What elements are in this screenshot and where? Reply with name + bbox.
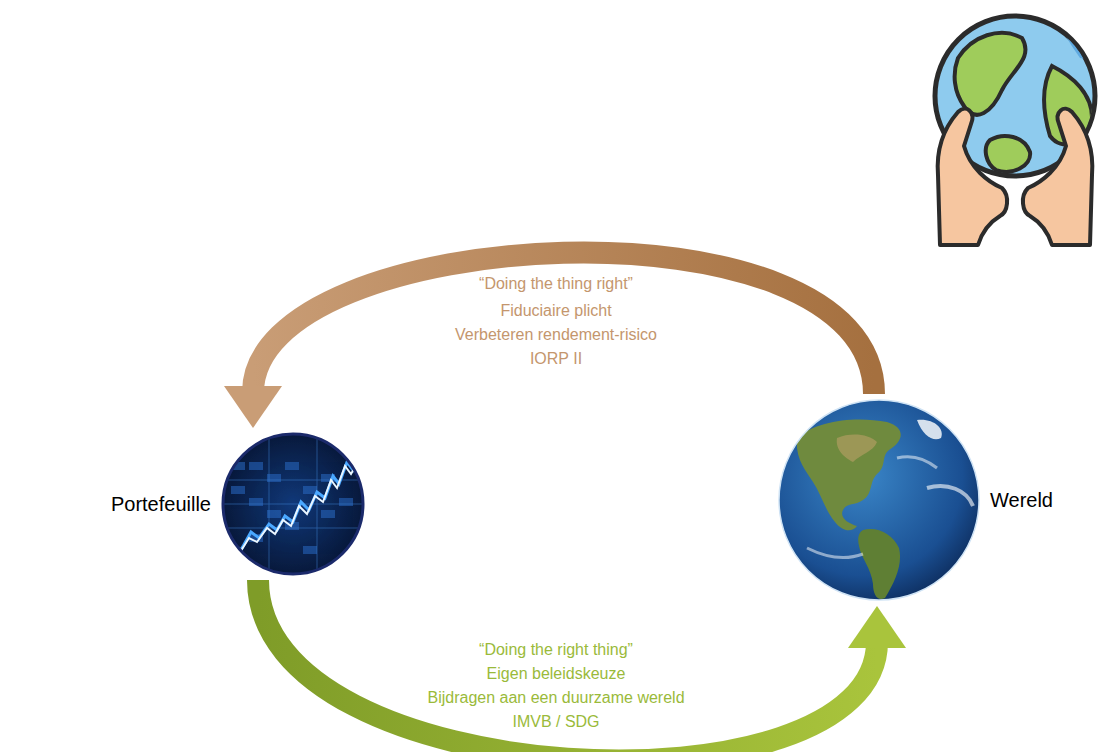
world-circle: Wereld — [777, 398, 981, 602]
note-text: Eigen beleidskeuze — [346, 664, 766, 684]
note-text: Verbeteren rendement-risico — [346, 325, 766, 345]
arrow-head — [848, 606, 906, 648]
earth-picture — [777, 398, 981, 602]
note-text: Bijdragen aan een duurzame wereld — [346, 688, 766, 708]
node-label: Wereld — [990, 489, 1053, 512]
note-text: Fiduciaire plicht — [346, 301, 766, 321]
stock-chart-picture — [221, 432, 365, 576]
arrow-shaft — [258, 580, 877, 752]
arrow-heading: “Doing the right thing” — [346, 640, 766, 660]
portfolio-circle: Portefeuille — [221, 432, 365, 576]
note-text: IORP II — [346, 349, 766, 369]
node-label: Portefeuille — [111, 493, 211, 516]
arrow-heading: “Doing the thing right” — [346, 274, 766, 294]
note-text: IMVB / SDG — [346, 712, 766, 732]
curved-arrow — [224, 253, 874, 428]
curved-arrow — [258, 580, 906, 752]
arrow-shaft — [253, 253, 874, 394]
hands-globe-icon — [935, 16, 1096, 245]
arrow-head — [224, 386, 282, 428]
